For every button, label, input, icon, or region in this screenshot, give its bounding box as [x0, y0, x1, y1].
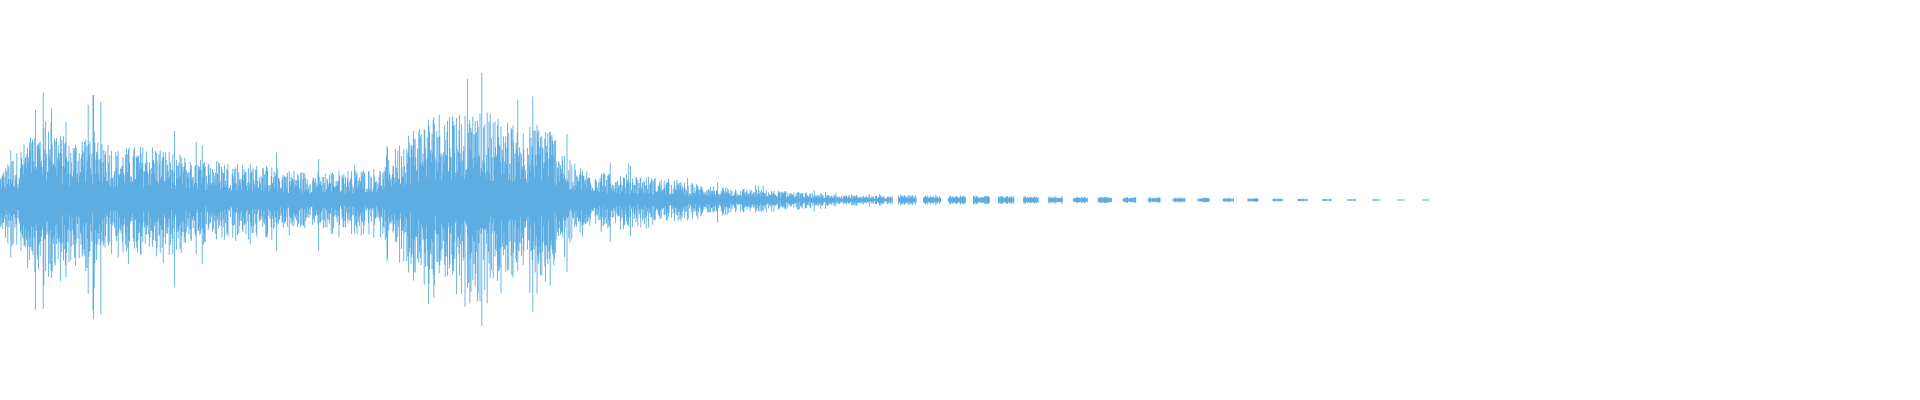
waveform-tail-burst	[1272, 198, 1283, 202]
waveform-tail-burst	[1397, 199, 1405, 201]
waveform-tail-burst	[1022, 196, 1039, 204]
waveform-tail-burst	[997, 196, 1015, 204]
waveform-tail-burst	[1372, 199, 1381, 201]
waveform-tail-burst	[1322, 198, 1332, 202]
waveform-tail-burst	[1197, 197, 1210, 203]
waveform-tail-burst	[923, 195, 941, 205]
waveform-samples	[0, 72, 1430, 326]
waveform-tail-burst	[948, 195, 966, 205]
waveform-tail-burst	[1122, 197, 1137, 203]
waveform-tail-burst	[1222, 198, 1234, 202]
waveform-tail-burst	[1097, 196, 1112, 204]
waveform-tail-burst	[1347, 199, 1356, 201]
waveform-tail-burst	[1047, 196, 1063, 204]
waveform-tail-burst	[1072, 196, 1088, 204]
waveform-tail-burst	[972, 195, 990, 205]
waveform-tail-burst	[1422, 199, 1430, 201]
waveform-tail-burst	[898, 195, 917, 205]
waveform-body	[0, 72, 893, 326]
waveform-tail-burst	[1147, 197, 1161, 203]
waveform-tail-burst	[1297, 198, 1308, 202]
waveform-tail-burst	[1247, 198, 1259, 202]
waveform-tail-burst	[1172, 197, 1186, 203]
